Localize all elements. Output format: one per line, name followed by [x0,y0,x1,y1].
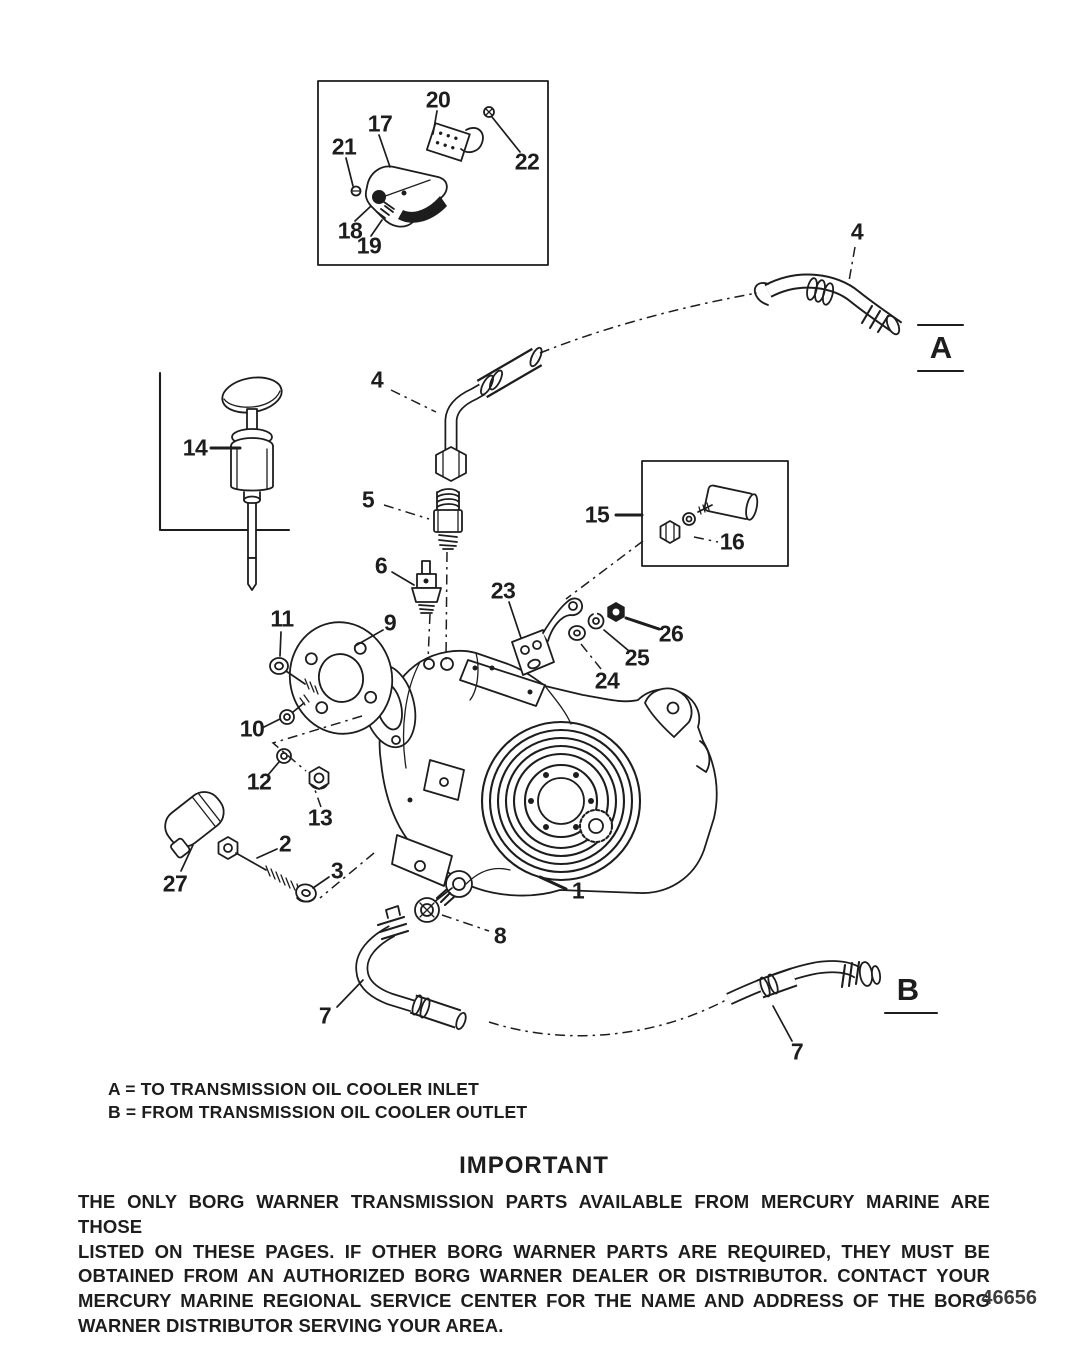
part-callout-22: 22 [514,148,540,175]
fitting-5 [383,488,463,550]
notice-line: MERCURY MARINE REGIONAL SERVICE CENTER F… [78,1290,990,1312]
part-callout-6: 6 [374,552,388,579]
inset-box-17-22 [317,80,549,266]
nut-13 [308,766,330,808]
connection-marker-b: B [896,972,920,1007]
notice-line: LISTED ON THESE PAGES. IF OTHER BORG WAR… [78,1240,990,1262]
sensor-6 [391,560,442,614]
part-callout-16: 16 [719,528,745,555]
notice-line: OBTAINED FROM AN AUTHORIZED BORG WARNER … [78,1265,990,1287]
washer-3 [295,876,330,903]
bolt-11 [269,631,319,695]
part-callout-23: 23 [490,577,516,604]
part-callout-15: 15 [584,501,610,528]
part-callout-4: 4 [850,218,864,245]
bolt-2 [217,836,300,893]
part-callout-20: 20 [425,86,451,113]
hose-7-left [336,905,467,1031]
part-callout-3: 3 [330,857,344,884]
notice-line: WARNER DISTRIBUTOR SERVING YOUR AREA. [78,1314,504,1336]
part-callout-17: 17 [367,110,393,137]
part-callout-11: 11 [270,605,294,632]
legend-line-b: B = FROM TRANSMISSION OIL COOLER OUTLET [108,1102,528,1122]
part-callout-9: 9 [383,609,397,636]
part-callout-27: 27 [162,870,188,897]
part-callout-7: 7 [790,1038,804,1065]
part-callout-24: 24 [594,667,620,694]
notice-line: THE ONLY BORG WARNER TRANSMISSION PARTS … [78,1191,990,1237]
output-flange-9 [288,621,394,735]
figure-number: 46656 [981,1287,1037,1309]
part-callout-19: 19 [356,232,382,259]
leader-27 [180,844,194,872]
part-callout-18: 18 [337,217,363,244]
part-callout-1: 1 [571,877,585,904]
part-callout-26: 26 [658,620,684,647]
part-callout-14: 14 [182,434,208,461]
box-15-16 [614,460,789,567]
fitting-8 [414,887,490,932]
washer-12 [267,748,292,776]
part-callout-21: 21 [331,133,357,160]
legend-line-a: A = TO TRANSMISSION OIL COOLER INLET [108,1079,479,1099]
hose-4-middle [390,346,543,482]
part-callout-25: 25 [624,644,650,671]
legend: A = TO TRANSMISSION OIL COOLER INLET B =… [108,1078,527,1124]
connection-marker-a: A [929,330,953,365]
part-callout-12: 12 [246,768,272,795]
part-callout-7: 7 [318,1002,332,1029]
bracket-23-group [508,597,661,676]
notice-title: IMPORTANT [459,1152,609,1179]
leader-lines [354,629,568,891]
dipstick-14 [158,371,291,591]
notice-paragraph: THE ONLY BORG WARNER TRANSMISSION PARTS … [78,1190,990,1339]
hose-4-upper [539,246,903,354]
bolt-10 [263,694,310,728]
part-callout-8: 8 [493,922,507,949]
construction-lines [271,540,644,899]
part-callout-2: 2 [278,830,292,857]
part-callout-10: 10 [239,715,265,742]
hose-7-right [488,960,882,1042]
part-callout-4: 4 [370,366,384,393]
marker-a-rules [916,323,965,373]
plug-27 [164,791,225,859]
part-callout-5: 5 [361,486,375,513]
part-callout-13: 13 [307,804,333,831]
